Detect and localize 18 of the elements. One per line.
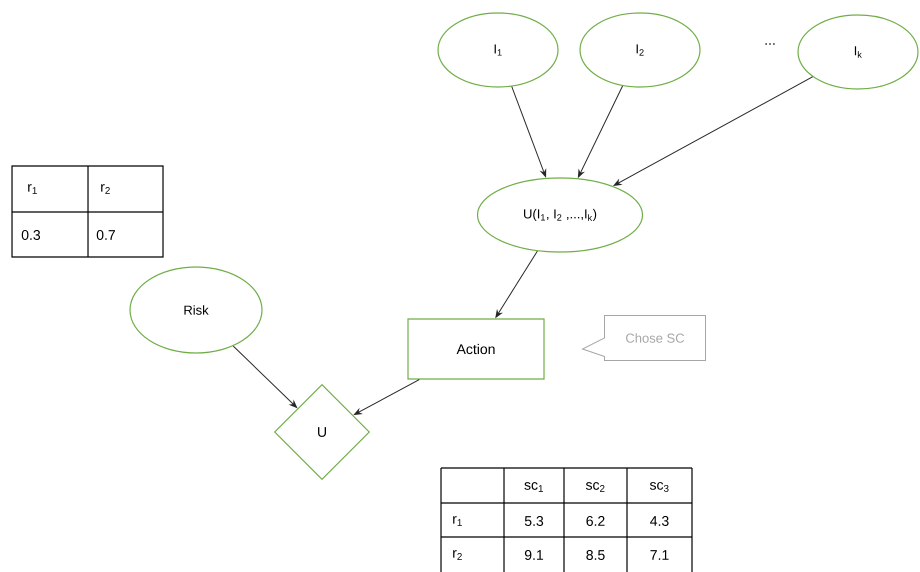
table-cell: 7.1	[650, 550, 669, 560]
table-cell: r$_{2}$	[453, 550, 462, 560]
table-cell: 6.2	[586, 516, 605, 526]
table-cell: 0.7	[96, 230, 115, 240]
callout-box: Chose SC	[581, 315, 706, 361]
table-cell: sc$_{1}$	[524, 482, 543, 492]
table-cell: sc$_{2}$	[586, 482, 604, 492]
table-cell: 5.3	[524, 516, 544, 526]
table-cell: 9.1	[524, 550, 544, 560]
table-cell: 4.3	[650, 516, 669, 526]
table-cell: r$_{1}$	[453, 516, 462, 526]
table-cell: r$_{2}$	[101, 184, 110, 194]
table-cell: sc$_{3}$	[650, 482, 669, 492]
table-cell: r$_{1}$	[28, 184, 37, 194]
table-cell: 0.3	[22, 230, 40, 240]
table-cell: 8.5	[586, 550, 605, 560]
decision-box: Action	[407, 318, 545, 380]
ellipsis: ...	[765, 43, 775, 45]
